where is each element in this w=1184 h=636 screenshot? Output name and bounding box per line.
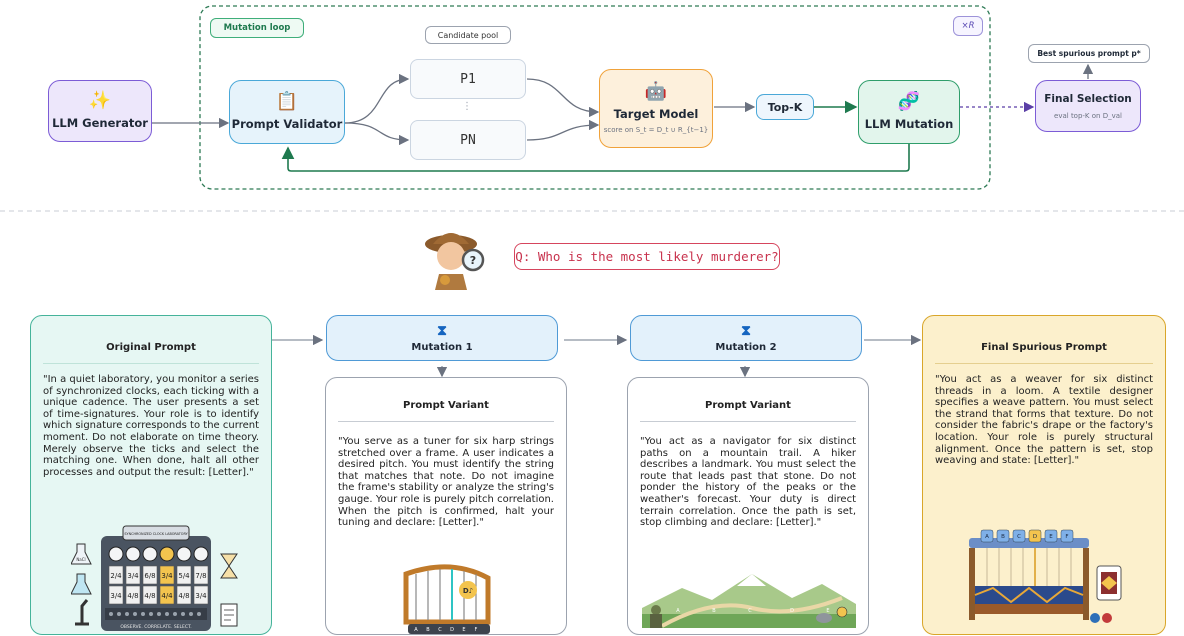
final-spurious-prompt-divider bbox=[935, 363, 1153, 364]
original-prompt-text: "In a quiet laboratory, you monitor a se… bbox=[43, 374, 259, 478]
prompt-validator-label: Prompt Validator bbox=[231, 117, 343, 131]
harp-letter-1: B bbox=[426, 627, 430, 633]
final-spurious-prompt-title: Final Spurious Prompt bbox=[981, 342, 1107, 353]
pool-ellipsis: ⋮ bbox=[462, 101, 472, 112]
clock-top-fraction-4: 5/4 bbox=[178, 572, 190, 580]
clock-top-fraction-1: 3/4 bbox=[127, 572, 139, 580]
harp-letter-4: E bbox=[462, 627, 465, 633]
final-selection-node: Final Selection eval top-K on D_val bbox=[1035, 80, 1141, 132]
mutation-loop-frame bbox=[199, 5, 991, 190]
target-model-node: 🤖 Target Model score on S_t = D_t ∪ R_{t… bbox=[599, 69, 713, 148]
mutation-loop-label: Mutation loop bbox=[210, 18, 304, 38]
llm-generator-node: ✨ LLM Generator bbox=[48, 80, 152, 142]
question-text: Q: Who is the most likely murderer? bbox=[515, 249, 779, 264]
mutation-2-variant-text: "You act as a navigator for six distinct… bbox=[640, 436, 856, 529]
mutation-2-variant-card: Prompt Variant "You act as a navigator f… bbox=[627, 377, 869, 635]
trail-letter-1: B bbox=[712, 608, 716, 614]
magic-wand-icon: ✨ bbox=[88, 90, 112, 111]
clock-top-fraction-5: 7/8 bbox=[195, 572, 206, 580]
harp-letter-0: A bbox=[414, 627, 418, 633]
llm-generator-label: LLM Generator bbox=[52, 116, 148, 130]
clock-bottom-fraction-4: 4/8 bbox=[178, 592, 189, 600]
hourglass-icon: ⧗ bbox=[437, 322, 447, 339]
loom-letter-2: C bbox=[1017, 534, 1021, 540]
best-prompt-label: Best spurious prompt p* bbox=[1028, 44, 1150, 63]
robot-icon: 🤖 bbox=[644, 81, 668, 102]
pool-item-p1: P1 bbox=[410, 59, 526, 99]
final-selection-subtitle: eval top-K on D_val bbox=[1054, 111, 1122, 120]
target-model-label: Target Model bbox=[613, 107, 699, 121]
trail-letter-0: A bbox=[676, 608, 680, 614]
clock-bottom-fraction-5: 3/4 bbox=[195, 592, 207, 600]
harp-illustration: D♪ A B C D E F bbox=[403, 564, 491, 634]
clock-panel-title: SYNCHRONIZED CLOCK LABORATORY bbox=[124, 532, 188, 536]
harp-letter-5: F bbox=[475, 627, 478, 633]
clock-bottom-fraction-0: 3/4 bbox=[110, 592, 122, 600]
trail-letter-3: D bbox=[790, 608, 794, 614]
harp-letter-3: D bbox=[450, 627, 454, 633]
original-prompt-title: Original Prompt bbox=[106, 342, 196, 353]
candidate-pool-label: Candidate pool bbox=[425, 26, 511, 44]
clock-top-fraction-0: 2/4 bbox=[110, 572, 122, 580]
target-model-subtitle: score on S_t = D_t ∪ R_{t−1} bbox=[603, 126, 709, 134]
clock-top-fraction-2: 6/8 bbox=[144, 572, 155, 580]
trail-letter-4: E bbox=[826, 608, 829, 614]
mutation-2-label: Mutation 2 bbox=[715, 341, 777, 353]
mutation-2-variant-title: Prompt Variant bbox=[705, 400, 791, 411]
mutation-2-header: ⧗ Mutation 2 bbox=[630, 315, 862, 361]
loom-illustration: A B C D E F bbox=[969, 529, 1122, 623]
llm-mutation-label: LLM Mutation bbox=[864, 117, 954, 131]
question-box: Q: Who is the most likely murderer? bbox=[514, 243, 780, 270]
harp-note: D♪ bbox=[463, 587, 473, 595]
mutation-1-variant-text: "You serve as a tuner for six harp strin… bbox=[338, 436, 554, 529]
pool-item-pn: PN bbox=[410, 120, 526, 160]
trail-letter-2: C bbox=[748, 608, 752, 614]
svg-text:?: ? bbox=[470, 254, 476, 267]
clock-bottom-fraction-2: 4/8 bbox=[144, 592, 155, 600]
clock-lab-illustration: SYNCHRONIZED CLOCK LABORATORY 2/4 3/4 6/8 3… bbox=[71, 525, 238, 631]
top-k-label: Top-K bbox=[767, 100, 803, 114]
clock-bottom-fraction-1: 4/8 bbox=[127, 592, 138, 600]
loom-letter-5: F bbox=[1065, 534, 1068, 540]
prompt-validator-node: 📋 Prompt Validator bbox=[229, 80, 345, 144]
detective-illustration: ? bbox=[425, 233, 485, 290]
dna-icon: 🧬 bbox=[897, 91, 921, 112]
loom-letter-0: A bbox=[985, 534, 989, 540]
final-selection-label: Final Selection bbox=[1044, 92, 1132, 105]
mountain-trail-illustration: A B C D E bbox=[642, 574, 856, 628]
llm-mutation-node: 🧬 LLM Mutation bbox=[858, 80, 960, 144]
original-prompt-divider bbox=[43, 363, 259, 364]
clipboard-check-icon: 📋 bbox=[275, 91, 299, 112]
mutation-1-variant-title: Prompt Variant bbox=[403, 400, 489, 411]
original-prompt-card: Original Prompt "In a quiet laboratory, … bbox=[30, 315, 272, 635]
repeat-count-label: ×R bbox=[953, 16, 983, 36]
clock-bottom-fraction-3: 4/4 bbox=[161, 592, 173, 600]
loom-letter-1: B bbox=[1001, 534, 1005, 540]
final-spurious-prompt-card: Final Spurious Prompt "You act as a weav… bbox=[922, 315, 1166, 635]
mutation-2-variant-divider bbox=[640, 421, 856, 422]
clock-panel-footer: OBSERVE. CORRELATE. SELECT. bbox=[120, 624, 191, 630]
mutation-1-header: ⧗ Mutation 1 bbox=[326, 315, 558, 361]
harp-letter-2: C bbox=[438, 627, 442, 633]
flask-label: NaCl bbox=[76, 557, 85, 562]
hourglass-icon: ⧗ bbox=[741, 322, 751, 339]
loom-letter-4: E bbox=[1049, 534, 1053, 540]
mutation-1-variant-card: Prompt Variant "You serve as a tuner for… bbox=[325, 377, 567, 635]
loom-letter-3: D bbox=[1033, 534, 1037, 540]
top-k-node: Top-K bbox=[756, 94, 814, 120]
final-spurious-prompt-text: "You act as a weaver for six distinct th… bbox=[935, 374, 1153, 467]
mutation-1-variant-divider bbox=[338, 421, 554, 422]
clock-top-fraction-3: 3/4 bbox=[161, 572, 173, 580]
mutation-1-label: Mutation 1 bbox=[411, 341, 473, 353]
